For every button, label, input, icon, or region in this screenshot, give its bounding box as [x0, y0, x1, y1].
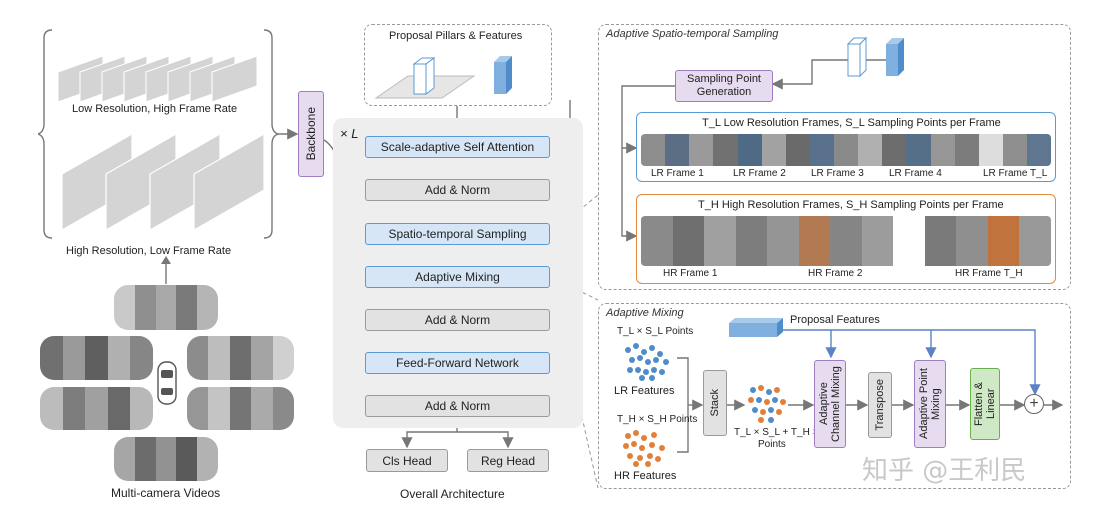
lr-frame-label: LR Frame 4 — [889, 168, 942, 179]
low-res-frames — [57, 55, 258, 103]
combined-points-scatter — [748, 385, 786, 423]
cls-head-block: Cls Head — [366, 449, 448, 472]
residual-add-icon: + — [1024, 394, 1044, 414]
proposal-pillars-icon — [374, 56, 512, 99]
watermark: 知乎 @王利民 — [862, 456, 1027, 486]
reg-head-block: Reg Head — [467, 449, 549, 472]
combined-points-label: Points — [758, 439, 786, 450]
proposal-features-label: Proposal Features — [790, 314, 880, 326]
stack-label: Stack — [709, 389, 721, 417]
lr-features-label: LR Features — [614, 385, 675, 397]
lr-frame-label: LR Frame T_L — [983, 168, 1048, 179]
spatio-temporal-sampling-block: Spatio-temporal Sampling — [365, 223, 550, 245]
hr-frame-label: HR Frame T_H — [955, 268, 1023, 279]
lr-points-label: T_L × S_L Points — [617, 326, 694, 337]
transpose-block: Transpose — [868, 372, 892, 438]
mixing-panel — [598, 303, 1071, 489]
plus-symbol: + — [1029, 395, 1039, 412]
car-icon — [157, 361, 177, 405]
lr-frames-strip — [641, 134, 1051, 166]
high-res-label: High Resolution, Low Frame Rate — [66, 245, 232, 257]
hr-points-scatter — [623, 430, 665, 467]
camera-front-left-image — [40, 336, 153, 380]
adaptive-channel-mixing-block: Adaptive Channel Mixing — [814, 360, 846, 448]
hr-frames-title: T_H High Resolution Frames, S_H Sampling… — [698, 199, 1004, 211]
sampling-gen-line1: Sampling Point — [687, 73, 761, 85]
proposal-title: Proposal Pillars & Features — [389, 30, 523, 42]
proposal-pillar-icons — [846, 36, 904, 78]
overall-architecture-caption: Overall Architecture — [400, 487, 505, 501]
flatten-linear-label: Flatten & Linear — [973, 381, 997, 427]
times-l-label: × L — [340, 126, 359, 141]
flatten-linear-block: Flatten & Linear — [970, 368, 1000, 440]
channel-mixing-label: Adaptive Channel Mixing — [818, 366, 842, 442]
scale-adaptive-attention-block: Scale-adaptive Self Attention — [365, 136, 550, 158]
multi-camera-label: Multi-camera Videos — [111, 486, 221, 500]
sampling-gen-line2: Generation — [696, 86, 752, 98]
camera-front-image — [114, 285, 218, 330]
add-norm-block-3: Add & Norm — [365, 395, 550, 417]
lr-frames-box — [636, 112, 1056, 182]
lr-frame-label: LR Frame 1 — [651, 168, 704, 179]
proposal-features-bar — [729, 318, 783, 337]
feed-forward-block: Feed-Forward Network — [365, 352, 550, 374]
hr-frame-label: HR Frame 1 — [663, 268, 718, 279]
camera-front-right-image — [187, 336, 294, 380]
hr-features-label: HR Features — [614, 470, 677, 482]
hr-frames-box — [636, 194, 1056, 284]
lr-points-scatter — [625, 343, 669, 381]
lr-frame-label: LR Frame 3 — [811, 168, 864, 179]
camera-back-left-image — [40, 387, 153, 430]
combined-points-formula: T_L × S_L + T_H × S_H — [734, 427, 841, 438]
backbone-block: Backbone — [298, 91, 324, 177]
hr-frames-strip — [641, 216, 1051, 266]
right-brace — [263, 29, 278, 239]
point-mixing-label: Adaptive Point Mixing — [918, 368, 942, 440]
add-norm-block-2: Add & Norm — [365, 309, 550, 331]
camera-back-image — [114, 437, 218, 481]
low-res-label: Low Resolution, High Frame Rate — [72, 103, 238, 115]
lr-frames-title: T_L Low Resolution Frames, S_L Sampling … — [702, 117, 1001, 129]
left-brace — [38, 29, 53, 239]
high-res-frames — [61, 132, 265, 232]
camera-back-right-image — [187, 387, 294, 430]
camera-arrow — [161, 256, 171, 284]
adaptive-point-mixing-block: Adaptive Point Mixing — [914, 360, 946, 448]
stack-block: Stack — [703, 370, 727, 436]
transpose-label: Transpose — [874, 379, 886, 431]
sampling-panel — [598, 24, 1071, 290]
adaptive-mixing-block: Adaptive Mixing — [365, 266, 550, 288]
proposal-pillars-panel — [364, 24, 552, 106]
hr-frame-label: HR Frame 2 — [808, 268, 863, 279]
sampling-panel-title: Adaptive Spatio-temporal Sampling — [606, 28, 779, 40]
sampling-point-generation-block: Sampling Point Generation — [675, 70, 773, 102]
add-norm-block-1: Add & Norm — [365, 179, 550, 201]
frame-stacks-diagram — [38, 29, 278, 239]
mixing-panel-title: Adaptive Mixing — [606, 307, 684, 319]
lr-frame-label: LR Frame 2 — [733, 168, 786, 179]
hr-points-label: T_H × S_H Points — [617, 414, 698, 425]
